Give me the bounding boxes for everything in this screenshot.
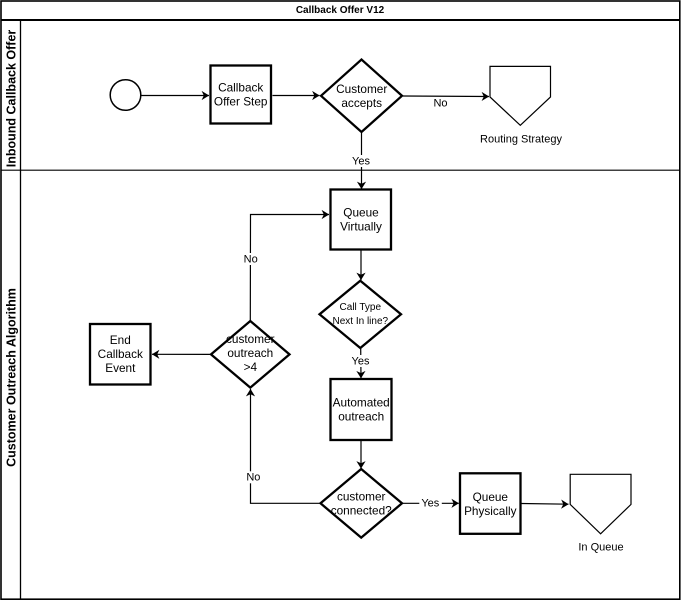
svg-text:Event: Event [105,361,136,375]
svg-text:outreach: outreach [227,346,273,360]
svg-text:connected?: connected? [331,504,392,518]
svg-text:Yes: Yes [352,355,370,367]
svg-text:Physically: Physically [464,504,517,518]
svg-text:>4: >4 [244,360,258,374]
svg-text:outreach: outreach [338,410,384,424]
svg-text:Callback: Callback [218,81,263,95]
svg-text:No: No [244,253,258,265]
svg-text:Yes: Yes [421,498,439,510]
svg-text:No: No [433,97,447,109]
svg-text:No: No [246,472,260,484]
svg-text:Queue: Queue [343,206,379,220]
svg-text:Customer Outreach Algorithm: Customer Outreach Algorithm [4,288,18,467]
svg-text:Routing Strategy: Routing Strategy [480,133,562,145]
svg-text:Callback Offer V12: Callback Offer V12 [296,5,385,16]
svg-text:Next In line?: Next In line? [333,316,389,327]
svg-text:accepts: accepts [341,96,382,110]
svg-text:Callback: Callback [98,347,143,361]
svg-text:Virtually: Virtually [340,220,382,234]
svg-text:Yes: Yes [352,155,370,167]
svg-text:In Queue: In Queue [578,541,623,553]
svg-text:customer: customer [226,332,275,346]
svg-text:Inbound Callback Offer: Inbound Callback Offer [4,30,18,168]
svg-text:customer: customer [337,490,386,504]
svg-text:Queue: Queue [473,490,509,504]
svg-text:Call Type: Call Type [340,302,382,313]
svg-text:Customer: Customer [336,82,387,96]
svg-text:End: End [110,333,131,347]
svg-text:Offer Step: Offer Step [214,95,268,109]
svg-text:Automated: Automated [333,396,390,410]
